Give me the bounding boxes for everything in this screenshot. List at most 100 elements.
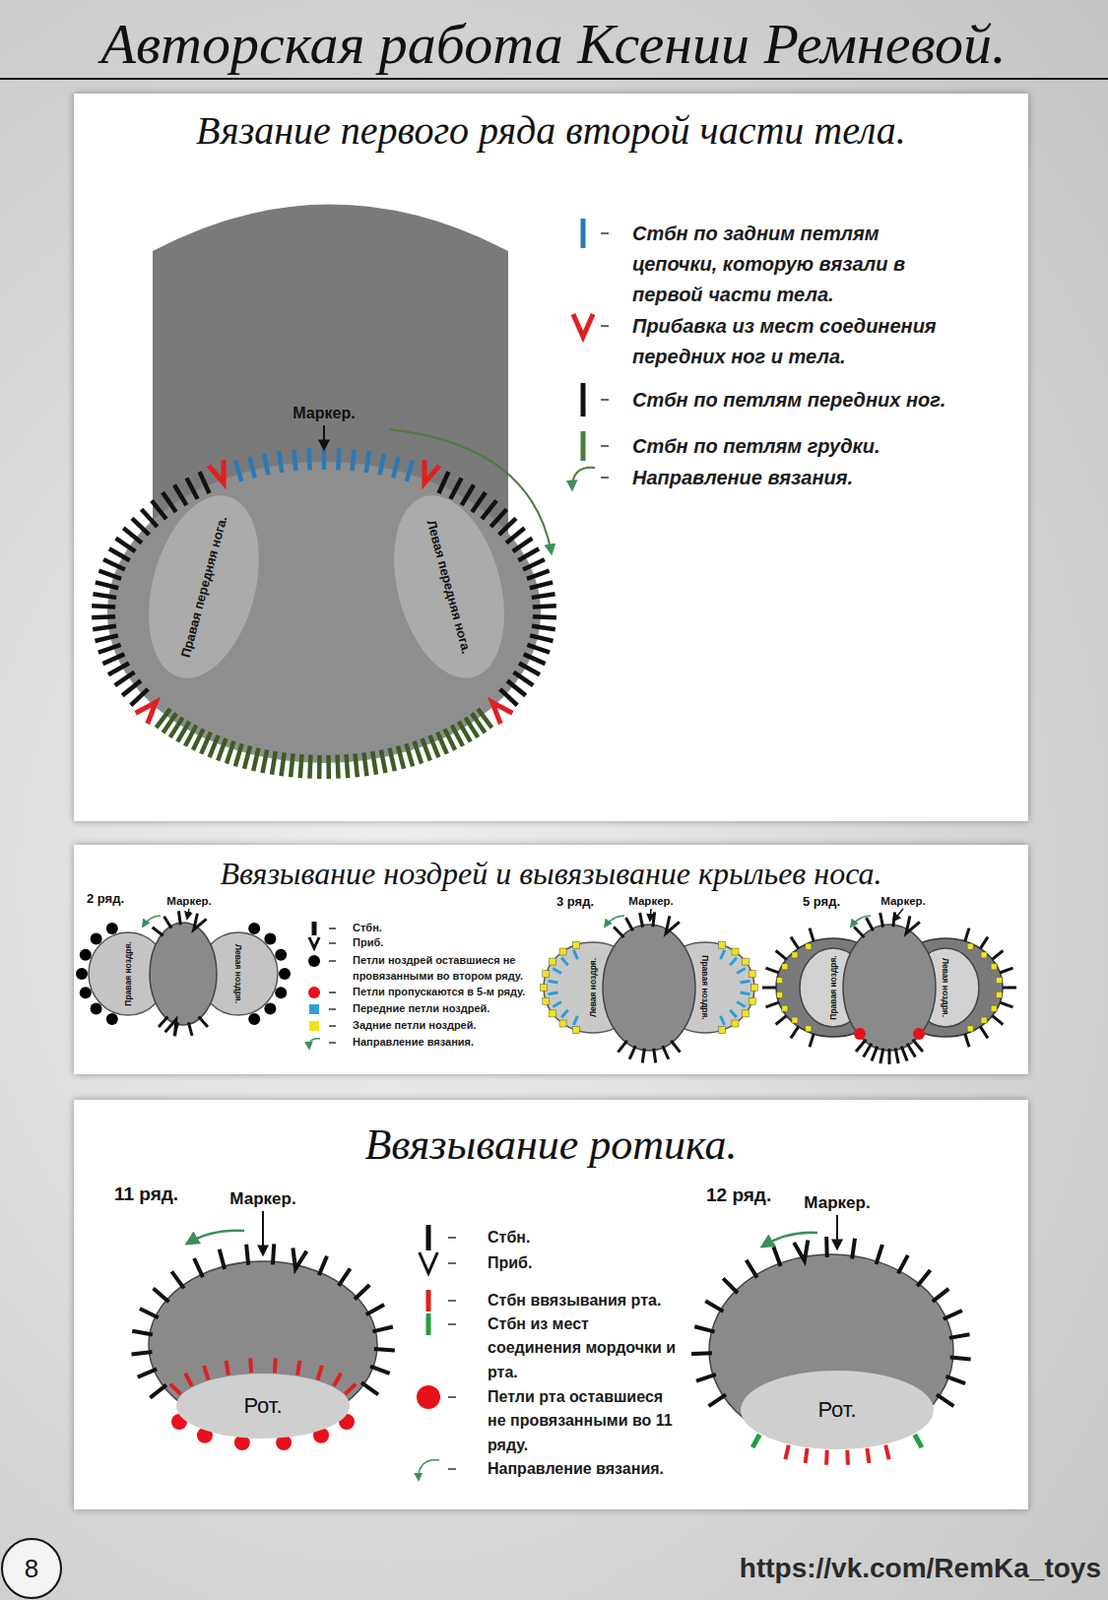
- loop-square: [782, 1005, 788, 1012]
- stitch-mark: [374, 1349, 395, 1351]
- stitch-mark: [422, 738, 431, 762]
- marker-label: Маркер.: [803, 1193, 870, 1214]
- stitch-mark: [95, 582, 119, 588]
- loop-dot: [274, 986, 287, 999]
- legend-text: Стбн.: [352, 920, 550, 937]
- stitch-mark: [507, 680, 526, 696]
- stitch-mark: [178, 911, 181, 925]
- row-label: 12 ряд.: [706, 1184, 772, 1207]
- stitch-mark: [523, 653, 546, 664]
- stitch-mark: [248, 1358, 254, 1373]
- node-label: Левая ноздря.: [233, 944, 244, 1004]
- stitch-mark: [943, 1310, 963, 1320]
- loop-dot: [196, 1428, 213, 1444]
- legend-swatch: [416, 1385, 441, 1410]
- page-number: 8: [24, 1554, 39, 1585]
- stitch-mark: [950, 1358, 972, 1361]
- loop-dot: [234, 1434, 251, 1451]
- sample-arrow: [572, 467, 595, 490]
- g-mark: [131, 1211, 972, 1466]
- sample-bar: [426, 1313, 432, 1336]
- stitch-mark: [617, 1041, 627, 1053]
- loop-square: [748, 997, 756, 1005]
- stitch-mark: [500, 689, 519, 706]
- nostril-shape: Правая ноздря.: [88, 932, 168, 1016]
- stitch-mark: [790, 1027, 799, 1040]
- stitch-mark: [361, 1382, 379, 1395]
- stitch-mark: [513, 672, 533, 686]
- stitch-mark: [297, 1361, 300, 1376]
- row-label: 2 ряд.: [86, 891, 125, 907]
- stitch-mark: [526, 571, 550, 580]
- stitch-mark: [363, 752, 367, 777]
- panel-ground: [73, 1100, 1029, 1510]
- loop-square: [782, 964, 788, 971]
- stitch-mark: [552, 968, 562, 974]
- stitch-mark: [439, 471, 450, 494]
- stitch-mark: [226, 1361, 229, 1376]
- sample-bar: [426, 1225, 432, 1251]
- stitch-mark: [186, 477, 197, 499]
- direction-arrow: [187, 1231, 245, 1244]
- increase-mark: [793, 1239, 808, 1261]
- stitch-mark: [552, 1002, 562, 1008]
- stitch-mark: [979, 937, 988, 950]
- stitch-mark: [871, 1046, 878, 1062]
- stitch-mark: [372, 751, 377, 776]
- stitch-mark: [776, 950, 787, 960]
- node-label: Левая ноздря.: [587, 958, 598, 1018]
- stitch-mark: [203, 1366, 208, 1380]
- stitch-mark: [153, 1289, 170, 1304]
- stitch-mark: [115, 672, 135, 686]
- stitch-mark: [481, 500, 497, 520]
- header-rule: [0, 77, 1108, 80]
- stitch-mark: [766, 1002, 780, 1008]
- stitch-mark: [174, 485, 187, 507]
- stitch-mark: [108, 663, 130, 676]
- legend-dash: [328, 942, 336, 945]
- legend-dash: [448, 1237, 457, 1239]
- increase-mark: [665, 915, 680, 934]
- stitch-mark: [916, 1270, 930, 1287]
- panel-ground: [73, 93, 1029, 822]
- stitch-mark: [720, 950, 725, 960]
- loop-square: [967, 1026, 974, 1033]
- leg-shape: Правая передняя нога.: [152, 493, 256, 681]
- sample-bar: [312, 921, 318, 936]
- marker-label: Маркер.: [229, 1189, 296, 1210]
- loop-square: [751, 984, 759, 992]
- legend-dash: [448, 1396, 457, 1399]
- stitch-mark: [898, 1255, 909, 1275]
- loop-square: [967, 943, 974, 950]
- legend-sample: [419, 1454, 475, 1485]
- panel: Правая передняя нога.Левая передняя нога…: [73, 93, 1029, 822]
- stitch-mark: [790, 937, 799, 950]
- legend-dash: [600, 232, 609, 235]
- stitch-mark: [851, 1238, 855, 1260]
- stitch-mark: [170, 1384, 182, 1395]
- legend-sample: [305, 953, 347, 970]
- stitch-mark: [729, 958, 737, 967]
- loop-square: [572, 941, 580, 949]
- stitch-mark: [344, 1384, 356, 1395]
- sample-bar: [581, 218, 587, 249]
- legend-text: Приб.: [487, 1251, 685, 1277]
- stitch-mark: [999, 968, 1013, 974]
- g-mark: [75, 909, 1017, 1065]
- loop-dot: [274, 949, 287, 962]
- stitch-mark: [235, 460, 242, 482]
- direction-arrow: [850, 915, 871, 927]
- drawn-shape: [148, 1261, 378, 1430]
- loop-dot: [79, 986, 92, 999]
- stitch-mark: [171, 1271, 184, 1289]
- legend-sample: [419, 1383, 475, 1412]
- stitch-mark: [729, 1010, 737, 1019]
- stitch-mark: [629, 1045, 636, 1060]
- stitch-mark: [92, 593, 117, 598]
- drawn-shape: [149, 922, 217, 1026]
- legend-sample: [574, 461, 626, 494]
- stitch-mark: [370, 1367, 391, 1374]
- stitch-mark: [691, 1351, 713, 1357]
- stitch-mark: [518, 548, 539, 561]
- stitch-mark: [945, 1376, 966, 1384]
